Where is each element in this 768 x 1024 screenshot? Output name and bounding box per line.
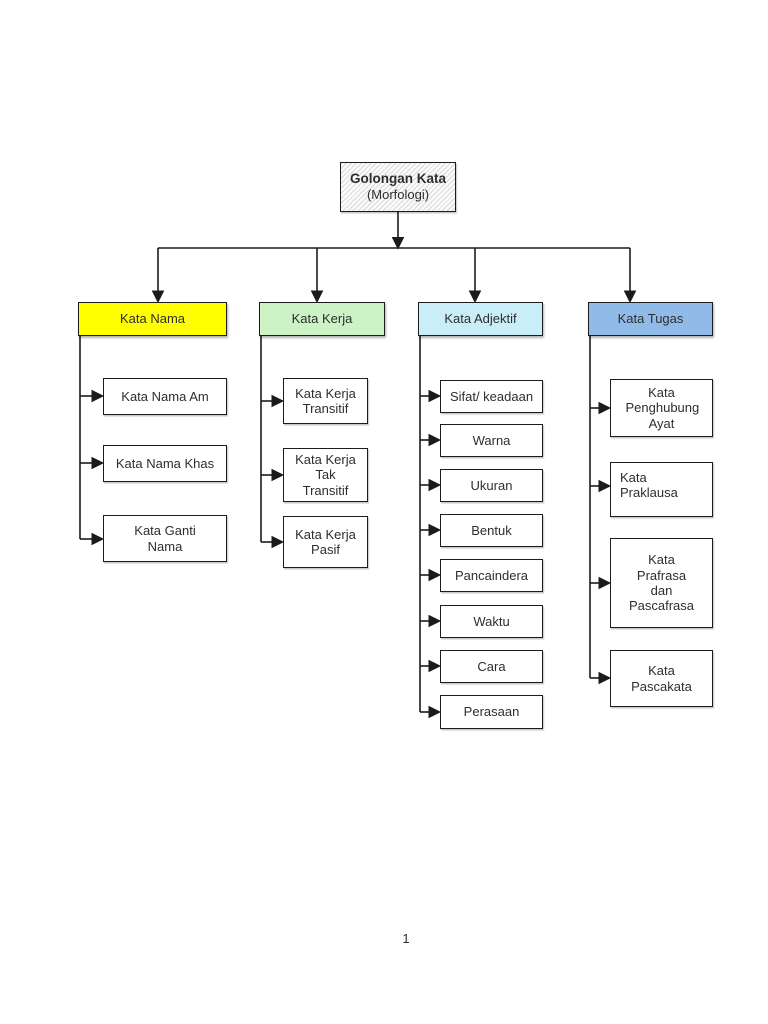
node-label: Kata Ganti Nama xyxy=(134,523,196,554)
category-header-kata-tugas: Kata Tugas xyxy=(588,302,713,336)
category-header-kata-nama: Kata Nama xyxy=(78,302,227,336)
category-label: Kata Adjektif xyxy=(444,311,517,327)
node-kata-nama-am: Kata Nama Am xyxy=(103,378,227,415)
category-header-kata-adjektif: Kata Adjektif xyxy=(418,302,543,336)
kata-kerja-branch-connector xyxy=(260,336,285,549)
node-kata-kerja-tak-transitif: Kata Kerja Tak Transitif xyxy=(283,448,368,502)
kata-adjektif-branch-connector xyxy=(419,336,442,719)
node-label: Waktu xyxy=(473,613,510,629)
category-label: Kata Tugas xyxy=(617,311,684,327)
node-label: Sifat/ keadaan xyxy=(449,388,534,404)
node-label: Ukuran xyxy=(470,477,513,493)
node-label: Perasaan xyxy=(463,704,520,720)
node-kata-prafrasa-dan-pascafrasa: Kata Prafrasa dan Pascafrasa xyxy=(610,538,713,628)
node-kata-pascakata: Kata Pascakata xyxy=(610,650,713,707)
node-label: Kata Penghubung Ayat xyxy=(625,385,700,431)
node-kata-kerja-transitif: Kata Kerja Transitif xyxy=(283,378,368,424)
node-perasaan: Perasaan xyxy=(440,695,543,729)
node-label: Kata Prafrasa dan Pascafrasa xyxy=(628,552,695,614)
node-kata-ganti-nama: Kata Ganti Nama xyxy=(103,515,227,562)
category-label: Kata Nama xyxy=(119,311,186,327)
node-label: Bentuk xyxy=(471,522,512,538)
node-warna: Warna xyxy=(440,424,543,457)
node-label: Kata Kerja Transitif xyxy=(295,385,356,416)
node-label: Kata Pascakata xyxy=(631,663,692,694)
root-subtitle: (Morfologi) xyxy=(366,187,430,203)
node-label: Cara xyxy=(477,658,506,674)
node-label: Kata Kerja Tak Transitif xyxy=(295,452,356,498)
node-label: Warna xyxy=(472,432,511,448)
category-label: Kata Kerja xyxy=(291,311,353,327)
node-label: Kata Nama Khas xyxy=(115,455,215,471)
node-label: Pancaindera xyxy=(455,567,528,583)
node-kata-praklausa: Kata Praklausa xyxy=(610,462,713,517)
node-label: Kata Kerja Pasif xyxy=(295,526,356,557)
node-pancaindera: Pancaindera xyxy=(440,559,543,592)
page-number: 1 xyxy=(402,931,410,946)
node-kata-kerja-pasif: Kata Kerja Pasif xyxy=(283,516,368,568)
node-kata-penghubung-ayat: Kata Penghubung Ayat xyxy=(610,379,713,437)
kata-tugas-branch-connector xyxy=(589,336,612,685)
node-ukuran: Ukuran xyxy=(440,469,543,502)
node-bentuk: Bentuk xyxy=(440,514,543,547)
node-cara: Cara xyxy=(440,650,543,683)
kata-nama-branch-connector xyxy=(79,336,105,546)
node-label: Kata Praklausa xyxy=(620,470,678,501)
node-kata-nama-khas: Kata Nama Khas xyxy=(103,445,227,482)
node-sifat-keadaan: Sifat/ keadaan xyxy=(440,380,543,413)
root-to-branches-connector xyxy=(151,212,637,304)
node-label: Kata Nama Am xyxy=(121,388,209,404)
root-title: Golongan Kata xyxy=(349,171,446,187)
root-node-golongan-kata: Golongan Kata (Morfologi) xyxy=(340,162,456,212)
node-waktu: Waktu xyxy=(440,605,543,638)
category-header-kata-kerja: Kata Kerja xyxy=(259,302,385,336)
